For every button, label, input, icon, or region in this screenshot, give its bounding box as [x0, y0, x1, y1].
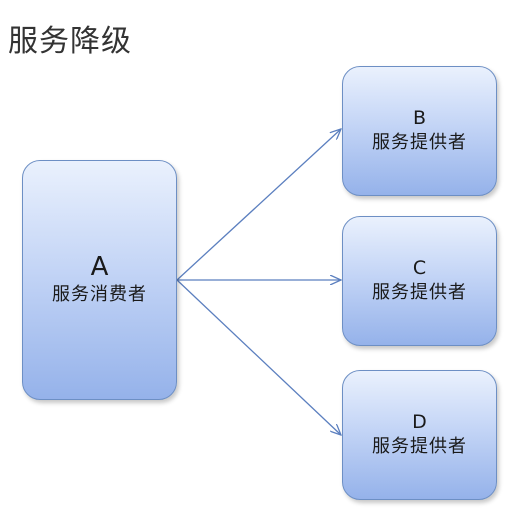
arrow-a-to-d — [176, 279, 341, 435]
provider-role: 服务提供者 — [372, 132, 467, 153]
consumer-role: 服务消费者 — [52, 284, 147, 305]
provider-role: 服务提供者 — [372, 436, 467, 457]
provider-node-c: C 服务提供者 — [342, 216, 497, 346]
consumer-letter: A — [90, 252, 109, 282]
provider-letter: C — [412, 257, 427, 279]
provider-letter: D — [412, 411, 427, 433]
provider-node-d: D 服务提供者 — [342, 370, 497, 500]
page-title: 服务降级 — [8, 24, 132, 59]
consumer-node-a: A 服务消费者 — [22, 160, 177, 400]
provider-letter: B — [412, 107, 427, 129]
provider-node-b: B 服务提供者 — [342, 66, 497, 196]
provider-role: 服务提供者 — [372, 282, 467, 303]
arrow-a-to-b — [176, 129, 341, 281]
